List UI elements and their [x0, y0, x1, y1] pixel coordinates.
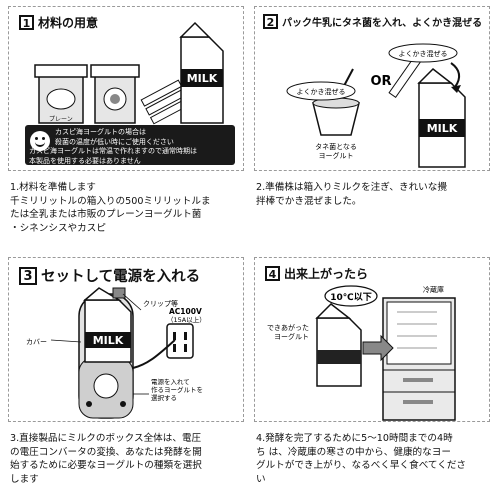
step-title: 材料の用意	[38, 16, 99, 30]
smile-icon	[30, 131, 50, 151]
yogurt-powder-container-icon	[90, 64, 140, 124]
stick-packet-icon	[388, 55, 422, 99]
ingredients-illustration: MILK プレーン	[34, 21, 224, 125]
yogurt-carton-icon	[315, 303, 362, 387]
panel-title: 1 材料の用意	[19, 14, 98, 31]
yogurt-container-icon	[34, 64, 88, 124]
milk-carton-icon: MILK	[82, 287, 132, 363]
caspian-yogurt-note: カスピ海ヨーグルトの場合は 殺菌の温度が低い時にご使用ください カスピ海ヨーグル…	[25, 125, 235, 165]
step-2-caption: 2.準備株は箱入りミルクを注ぎ、きれいな攪 拌棒でかき混ぜました。	[256, 181, 447, 208]
milk-label: MILK	[427, 122, 458, 135]
power-label: 作るヨーグルトを	[151, 385, 203, 394]
seed-label: タネ菌となる	[315, 142, 357, 151]
panel-finished: 4 出来上がったら 10℃以下 冷蔵庫 できあがった ヨーグルト	[254, 257, 490, 422]
voltage-label: （15A以上）	[167, 315, 206, 324]
done-label: できあがった	[267, 323, 309, 332]
step-1-caption: 1.材料を準備します 千ミリリットルの箱入りの500ミリリットルま たは全乳また…	[10, 181, 211, 235]
step-number: 3	[19, 266, 37, 285]
panel-title: 3 セットして電源を入れる	[19, 265, 200, 286]
step-title: セットして電源を入れる	[41, 269, 201, 285]
panel-ingredients: 1 材料の用意 MILK プレーン	[8, 6, 244, 171]
step-3-caption: 3.直接製品にミルクのボックス全体は、電圧 の電圧コンバータの変換、あなたは発酵…	[10, 432, 202, 486]
caption-line: ち は、冷蔵庫の寒さの中から、健康的なヨー	[256, 446, 451, 458]
note-line: 本製品を使用する必要はありません	[29, 156, 141, 165]
step-4-caption: 4.発酵を完了するために5〜10時間までの4時 ち は、冷蔵庫の寒さの中から、健…	[256, 432, 466, 486]
temperature-label: 10℃以下	[330, 292, 371, 303]
note-line: 殺菌の温度が低い時にご使用ください	[55, 137, 174, 146]
caption-line: 3.直接製品にミルクのボックス全体は、電圧	[10, 433, 202, 444]
note-line: カスピ海ヨーグルトの場合は	[55, 128, 146, 136]
caption-line: い	[256, 473, 266, 485]
mix-label: よくかき混ぜる	[399, 49, 448, 58]
fridge-label: 冷蔵庫	[423, 285, 444, 294]
caption-line: します	[10, 473, 39, 485]
voltage-label: AC100V	[169, 307, 202, 316]
caption-line: 拌棒でかき混ぜました。	[256, 195, 362, 207]
power-label: 選択する	[151, 393, 177, 402]
package-label: プレーン	[49, 116, 73, 123]
step-number: 1	[19, 15, 34, 30]
refrigerator-icon	[382, 297, 456, 421]
caption-line: 4.発酵を完了するために5〜10時間までの4時	[256, 433, 453, 444]
yogurt-cup-icon	[312, 97, 360, 136]
caption-line: グルトができ上がり、なるべく早く食べてくださ	[256, 460, 467, 471]
caption-line: ・シネンシスやカスピ	[10, 222, 106, 234]
milk-carton-icon: MILK	[417, 68, 466, 168]
step-number: 4	[265, 266, 280, 281]
caption-line: 2.準備株は箱入りミルクを注ぎ、きれいな攪	[256, 182, 447, 193]
clip-label: クリップ等	[143, 299, 178, 308]
panel-title: 2 パック牛乳にタネ菌を入れ、よくかき混ぜる	[263, 14, 482, 29]
step-number: 2	[263, 14, 278, 29]
milk-label: MILK	[187, 72, 218, 85]
cover-label: カバー	[26, 338, 47, 346]
caption-line: 始するために必要なヨーグルトの種類を選択	[10, 460, 202, 471]
step-title: 出来上がったら	[284, 267, 369, 281]
mix-illustration: よくかき混ぜる OR よくかき混ぜる MILK タネ菌となる ヨーグルト	[286, 43, 466, 168]
note-line: カスピ海ヨーグルトは常温で作れますので通常時期は	[29, 147, 197, 155]
panel-mix: 2 パック牛乳にタネ菌を入れ、よくかき混ぜる よくかき混ぜる OR よくかき混ぜ…	[254, 6, 490, 171]
caption-line: の電圧コンバータの変換、あなたは発酵を開	[10, 446, 202, 458]
caption-line: 1.材料を準備します	[10, 182, 96, 193]
caption-line: 千ミリリットルの箱入りの500ミリリットルま	[10, 195, 211, 207]
done-label: ヨーグルト	[274, 332, 309, 341]
power-label: 電源を入れて	[151, 377, 190, 386]
clip-icon	[112, 287, 126, 299]
panel-setup: 3 セットして電源を入れる MILK	[8, 257, 244, 422]
milk-label: MILK	[93, 334, 124, 347]
panel-title: 4 出来上がったら	[265, 265, 368, 282]
milk-carton-icon: MILK	[179, 21, 224, 124]
power-outlet-icon	[166, 323, 194, 359]
power-cord	[132, 339, 176, 369]
or-label: OR	[370, 74, 391, 89]
seed-label: ヨーグルト	[319, 151, 354, 160]
caption-line: たは全乳または市販のプレーンヨーグルト菌	[10, 209, 202, 220]
setup-illustration: MILK クリップ等 カバー AC100V （15A以上） 電源を入れて 作るヨ…	[26, 287, 206, 419]
mix-label: よくかき混ぜる	[297, 87, 346, 96]
refrigerator-illustration: 10℃以下 冷蔵庫 できあがった ヨーグルト	[267, 285, 456, 421]
step-title: パック牛乳にタネ菌を入れ、よくかき混ぜる	[282, 18, 483, 29]
